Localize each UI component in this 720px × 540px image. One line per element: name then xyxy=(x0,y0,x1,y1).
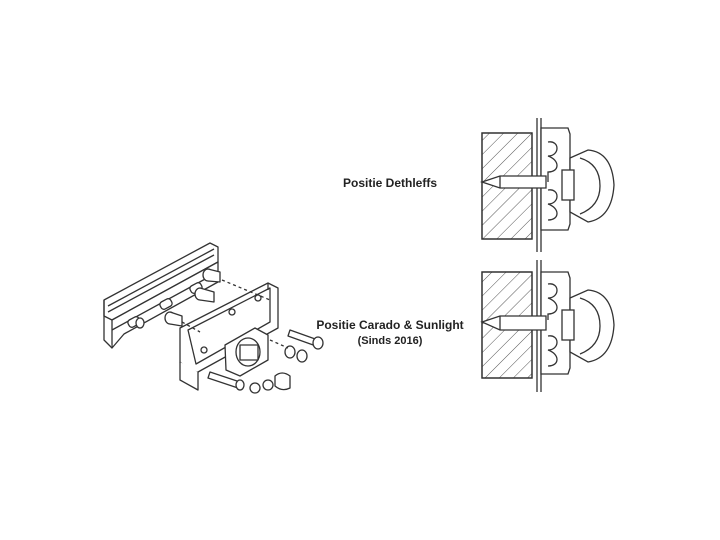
position-carado-label: Positie Carado & Sunlight xyxy=(316,318,464,332)
rail-profile xyxy=(103,242,219,349)
bracket-plate xyxy=(179,282,279,391)
alignment-lines xyxy=(181,279,289,349)
screws xyxy=(207,329,324,394)
bracket-assembly-exploded-icon xyxy=(103,242,324,394)
section-view-carado xyxy=(480,260,615,392)
section-view-dethleffs xyxy=(479,118,615,252)
position-carado-since-label: (Sinds 2016) xyxy=(357,335,423,347)
rail-pins xyxy=(135,268,221,329)
position-dethleffs-label: Positie Dethleffs xyxy=(342,176,438,190)
